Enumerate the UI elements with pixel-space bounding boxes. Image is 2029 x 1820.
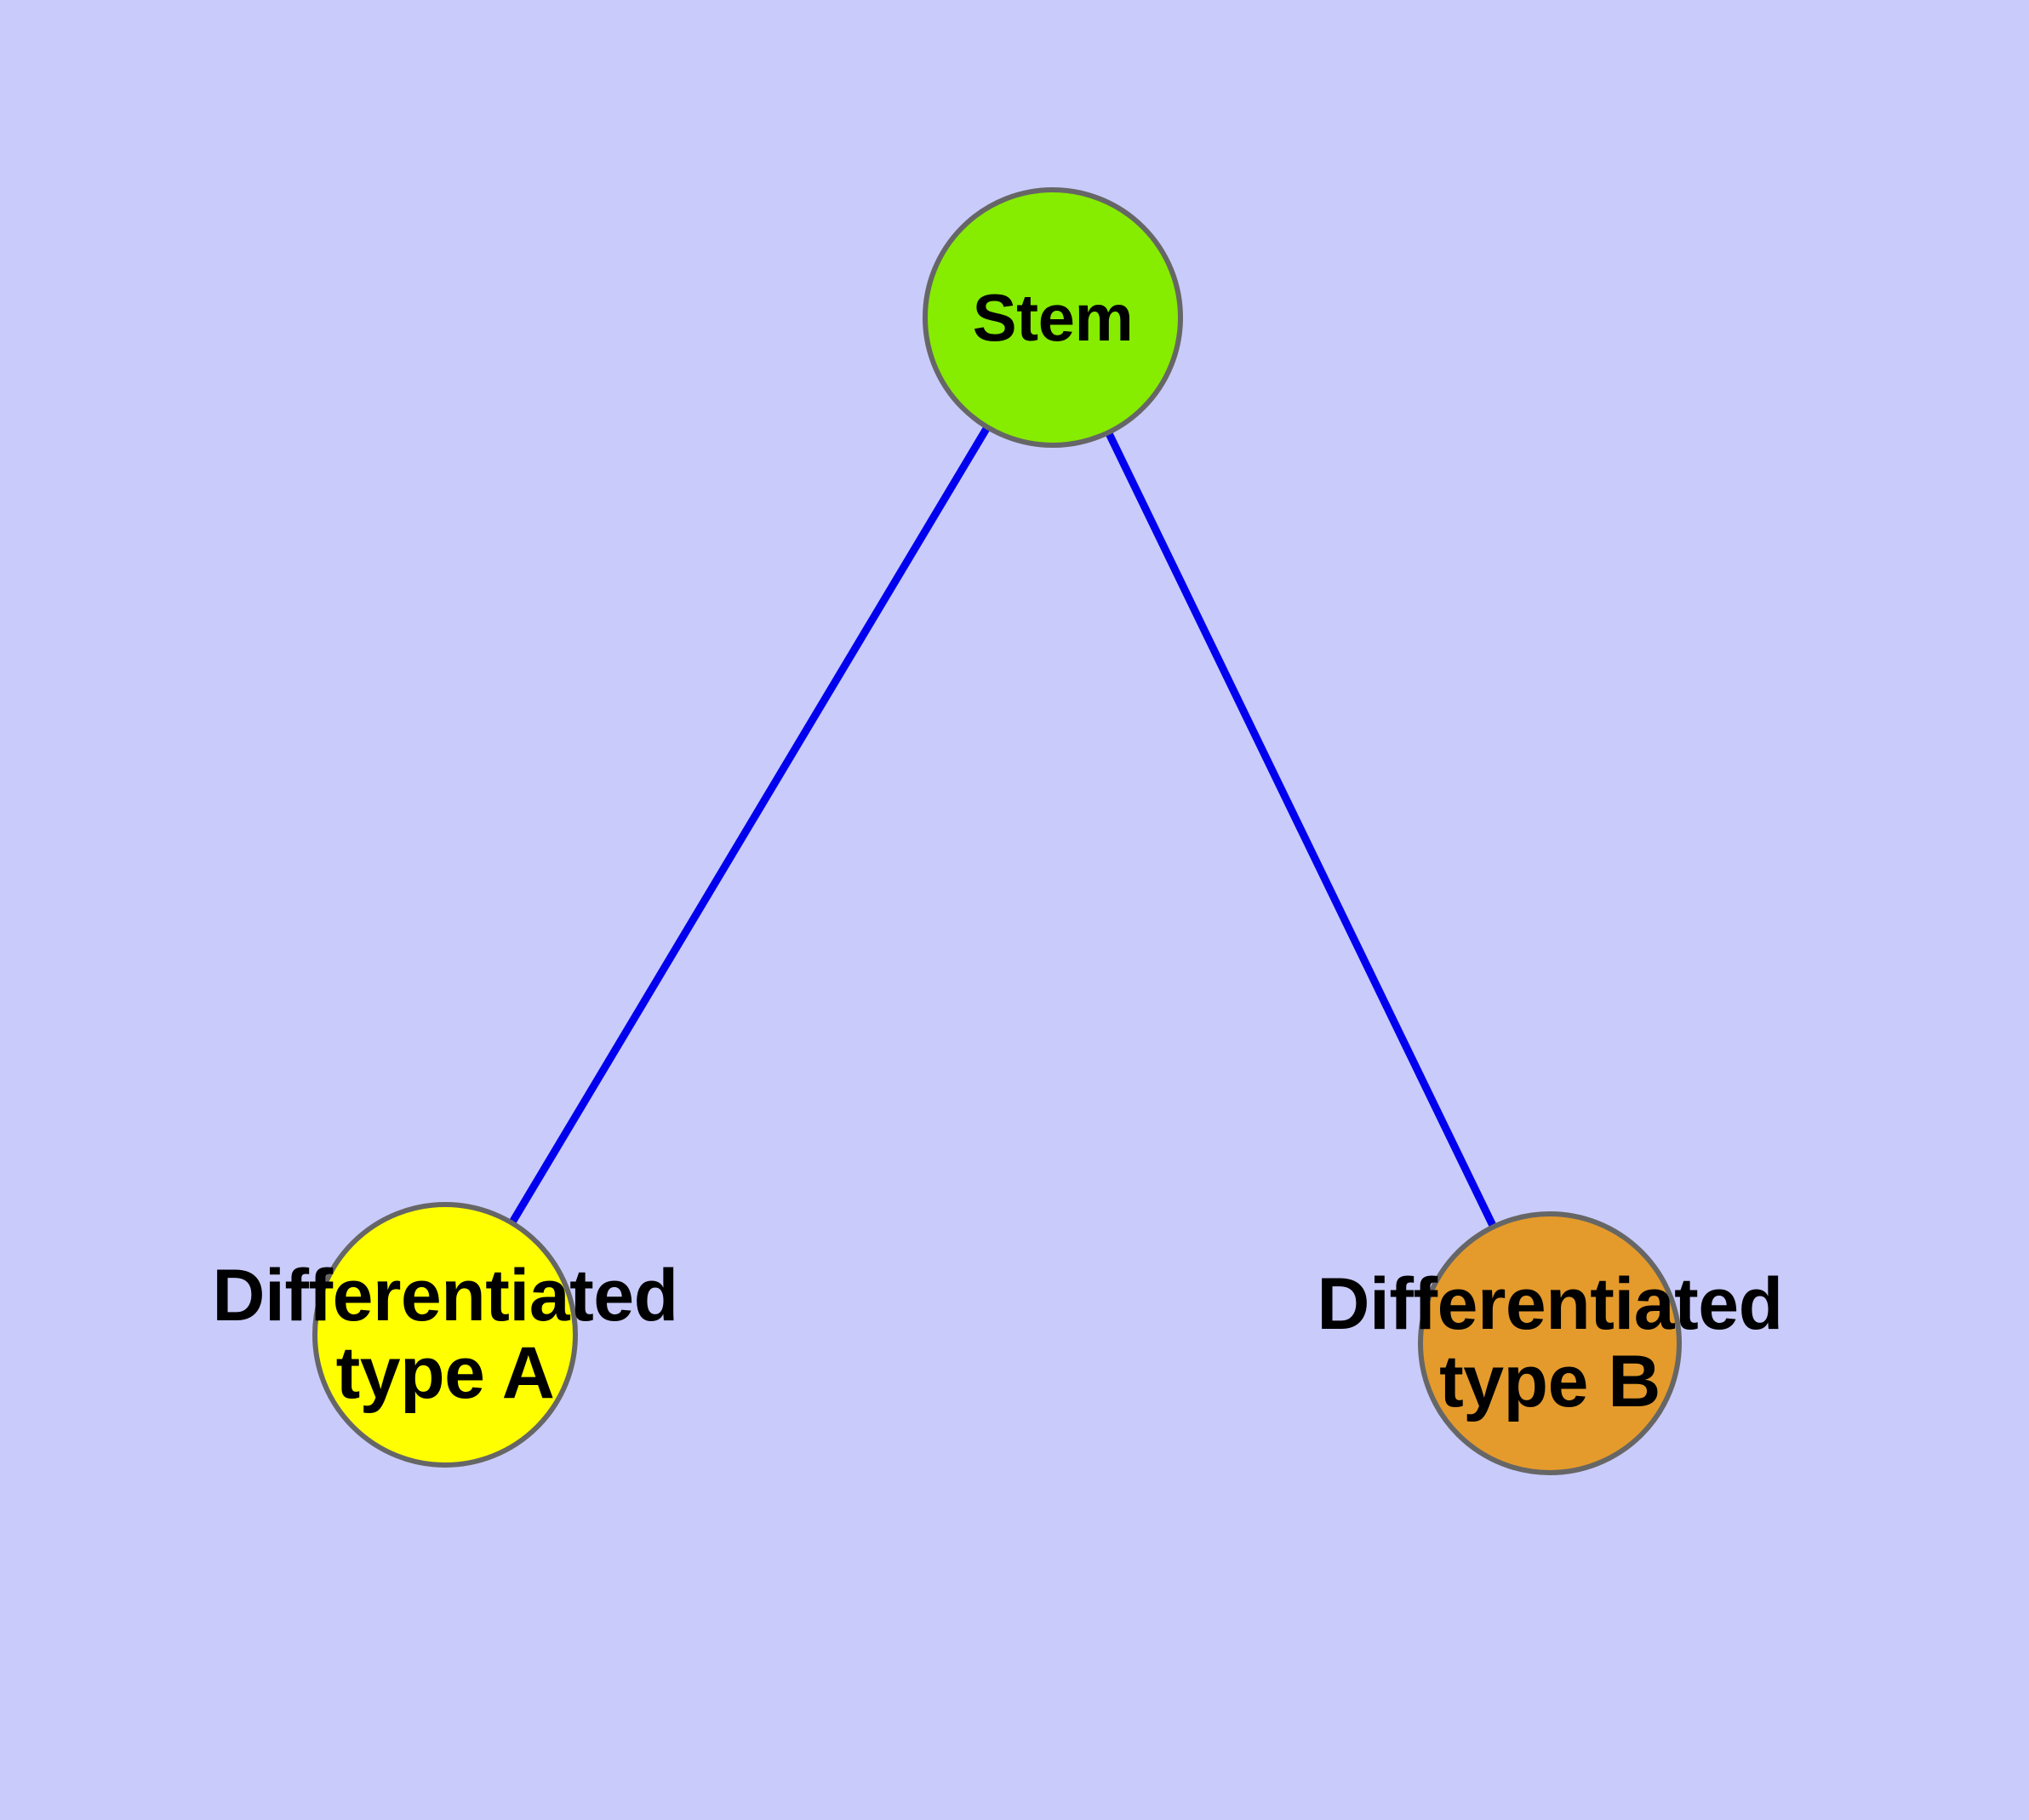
node-layer [312,187,1682,1475]
edge-layer [507,423,1498,1230]
node-differentiated-type-a[interactable] [312,1202,578,1468]
node-differentiated-type-b[interactable] [1418,1211,1682,1475]
node-stem[interactable] [923,187,1183,448]
edge-stem-to-diff-b [1104,429,1498,1230]
edge-stem-to-diff-a [507,423,992,1227]
